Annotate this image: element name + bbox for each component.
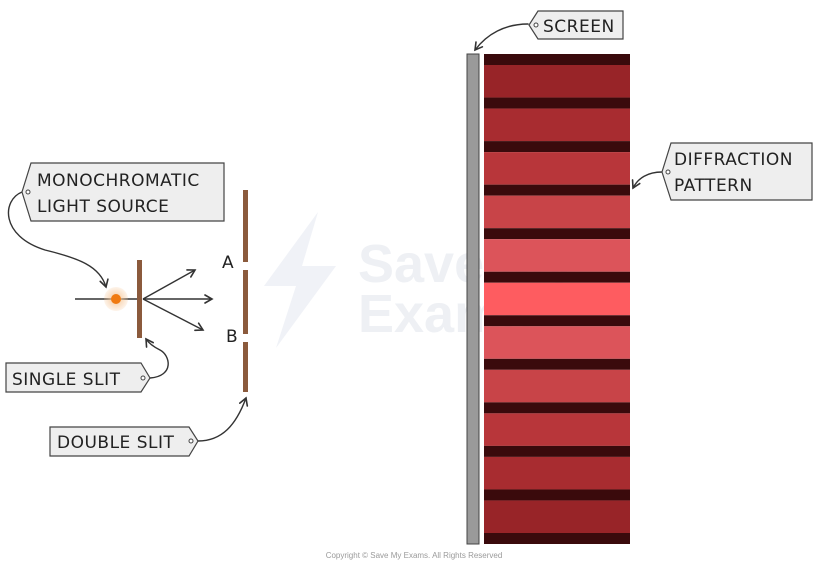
source-dot <box>111 294 121 304</box>
tag-shape <box>21 162 225 222</box>
bright-fringe <box>484 108 630 142</box>
diffracted-rays <box>142 269 214 332</box>
double-slit-barrier <box>243 190 248 392</box>
pointer-arrows <box>7 23 663 442</box>
dark-fringe <box>484 97 630 109</box>
pattern-pointer-arrow <box>631 171 663 190</box>
slit-a-label: A <box>222 253 234 273</box>
screen-label: SCREEN <box>543 17 615 37</box>
double-slit-pointer-arrow <box>197 396 249 442</box>
tag-shape <box>49 426 199 457</box>
tag-shape <box>528 10 624 40</box>
tag-hole <box>140 375 146 381</box>
bright-fringe <box>484 413 630 446</box>
single-slit-pointer-arrow <box>145 337 169 379</box>
diffraction-pattern-tag: DIFFRACTION PATTERN <box>661 142 813 201</box>
bright-fringe <box>484 195 630 229</box>
light-source <box>104 287 128 311</box>
tag-hole <box>665 169 671 175</box>
dark-fringe <box>484 141 630 153</box>
tag-hole <box>533 22 539 28</box>
dark-fringe <box>484 402 630 414</box>
light-source-label-line2: LIGHT SOURCE <box>37 197 169 217</box>
screen-tag: SCREEN <box>528 10 624 40</box>
double-slit-top <box>243 190 248 262</box>
bright-fringe <box>484 369 630 403</box>
diffraction-pattern-label-line1: DIFFRACTION <box>674 150 793 170</box>
copyright-text: Copyright © Save My Exams. All Rights Re… <box>326 551 503 560</box>
source-pointer-arrow <box>7 191 109 289</box>
bright-fringe <box>484 282 630 316</box>
dark-fringe <box>484 489 630 501</box>
double-slit-tag: DOUBLE SLIT <box>49 426 199 457</box>
dark-fringe <box>484 533 630 544</box>
tag-shape <box>5 362 151 393</box>
watermark-bolt-icon <box>264 212 336 348</box>
ray-up <box>142 269 197 300</box>
double-slit-bottom <box>243 342 248 392</box>
bright-fringe <box>484 456 630 490</box>
dark-fringe <box>484 228 630 240</box>
light-source-label-line1: MONOCHROMATIC <box>37 171 200 191</box>
double-slit-label: DOUBLE SLIT <box>57 433 174 453</box>
bright-fringe <box>484 500 630 533</box>
bright-fringe <box>484 65 630 98</box>
screen <box>466 53 480 545</box>
dark-fringe <box>484 358 630 370</box>
ray-down <box>142 298 205 332</box>
single-slit-tag: SINGLE SLIT <box>5 362 151 393</box>
tag-hole <box>188 438 194 444</box>
tag-hole <box>25 189 31 195</box>
tag-shape <box>661 142 813 201</box>
dark-fringe <box>484 445 630 457</box>
slit-b-label: B <box>226 327 238 347</box>
single-slit-barrier <box>137 260 142 338</box>
double-slit-middle <box>243 270 248 334</box>
diffraction-pattern-label-line2: PATTERN <box>674 176 753 196</box>
screen-pointer-arrow <box>474 23 529 52</box>
dark-fringe <box>484 271 630 283</box>
dark-fringe <box>484 315 630 327</box>
diffraction-pattern <box>484 54 630 544</box>
dark-fringe <box>484 54 630 65</box>
dark-fringe <box>484 184 630 196</box>
light-source-tag: MONOCHROMATIC LIGHT SOURCE <box>21 162 225 222</box>
single-slit-label: SINGLE SLIT <box>12 370 121 390</box>
bright-fringe <box>484 326 630 359</box>
bright-fringe <box>484 152 630 185</box>
bright-fringe <box>484 239 630 272</box>
